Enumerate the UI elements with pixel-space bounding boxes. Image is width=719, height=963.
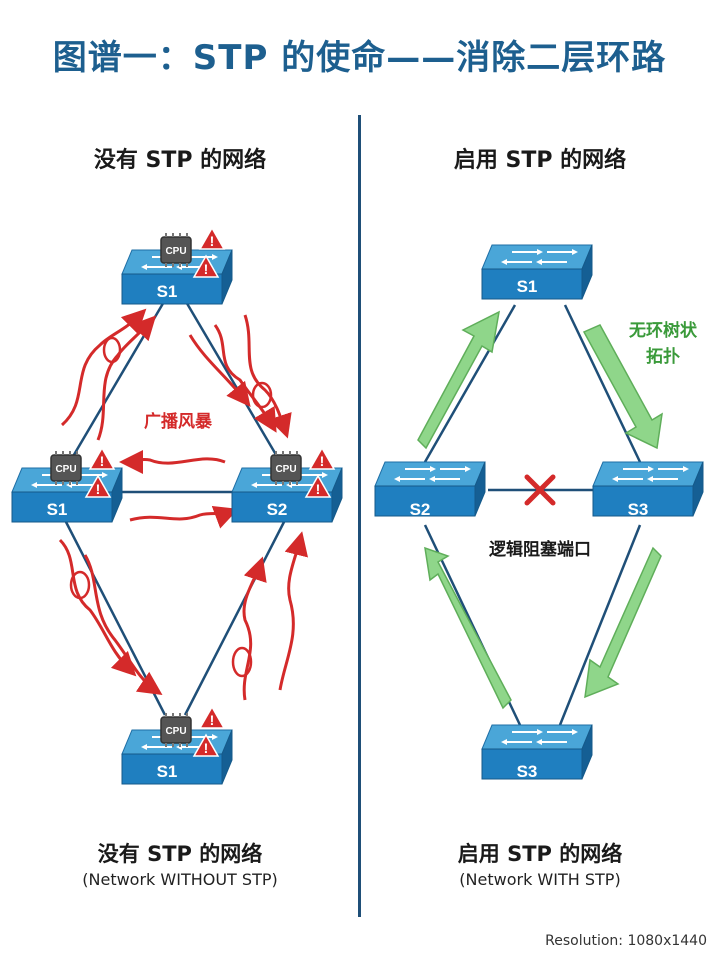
svg-text:CPU: CPU: [55, 464, 76, 475]
warning-icon: !: [193, 734, 219, 757]
right-switch-right: S3: [592, 461, 704, 519]
left-switch-bottom: S1: [121, 729, 233, 785]
right-switch-left-label: S2: [410, 500, 431, 519]
warning-icon: !: [199, 706, 225, 729]
right-switch-bottom-label: S3: [517, 762, 538, 781]
storm-loops: [69, 336, 273, 678]
broadcast-storm-label: 广播风暴: [144, 411, 213, 432]
resolution-note: Resolution: 1080x1440: [545, 933, 707, 949]
cpu-icon: CPU: [160, 232, 192, 268]
left-caption-sub: (Network WITHOUT STP): [82, 870, 278, 889]
right-switch-top-label: S1: [517, 277, 538, 296]
svg-text:!: !: [210, 712, 215, 728]
right-switch-left: S2: [374, 461, 486, 519]
center-divider: [358, 115, 361, 917]
warning-icon: !: [89, 447, 115, 470]
svg-text:!: !: [204, 261, 209, 277]
page-title: 图谱一：STP 的使命——消除二层环路: [52, 38, 667, 78]
svg-text:!: !: [210, 233, 215, 249]
left-switch-top-label: S1: [157, 282, 178, 301]
topology-label-line1: 无环树状: [628, 320, 698, 341]
svg-text:!: !: [316, 481, 321, 497]
left-switch-right: S2: [231, 467, 343, 523]
cpu-icon: CPU: [50, 450, 82, 486]
warning-icon: !: [305, 475, 331, 498]
topology-label-line2: 拓扑: [646, 346, 680, 367]
blocked-port-label: 逻辑阻塞端口: [489, 539, 591, 560]
right-switch-right-label: S3: [628, 500, 649, 519]
svg-text:CPU: CPU: [165, 726, 186, 737]
right-heading: 启用 STP 的网络: [453, 148, 627, 173]
right-switch-bottom: S3: [481, 724, 593, 781]
warning-icon: !: [85, 475, 111, 498]
stp-tree-arrows: [417, 310, 663, 710]
cpu-icon: CPU: [270, 450, 302, 486]
right-caption: 启用 STP 的网络: [457, 842, 623, 866]
left-heading: 没有 STP 的网络: [93, 148, 267, 173]
svg-text:CPU: CPU: [165, 246, 186, 257]
left-caption: 没有 STP 的网络: [97, 842, 263, 866]
warning-icon: !: [199, 227, 225, 250]
left-switch-left-label: S1: [47, 500, 68, 519]
svg-text:!: !: [100, 453, 105, 469]
left-switch-right-label: S2: [267, 500, 288, 519]
svg-text:CPU: CPU: [275, 464, 296, 475]
left-switch-left: S1: [11, 467, 123, 523]
blocked-x-icon: [524, 474, 556, 506]
warning-icon: !: [193, 255, 219, 278]
svg-text:!: !: [204, 740, 209, 756]
svg-text:!: !: [320, 453, 325, 469]
broadcast-storm-arrows: [58, 308, 308, 701]
svg-text:!: !: [96, 481, 101, 497]
cpu-icon: CPU: [160, 712, 192, 748]
right-caption-sub: (Network WITH STP): [459, 870, 621, 889]
left-switch-bottom-label: S1: [157, 762, 178, 781]
right-switch-top: S1: [481, 244, 593, 300]
left-switch-top: S1: [121, 249, 233, 305]
warning-icon: !: [309, 447, 335, 470]
